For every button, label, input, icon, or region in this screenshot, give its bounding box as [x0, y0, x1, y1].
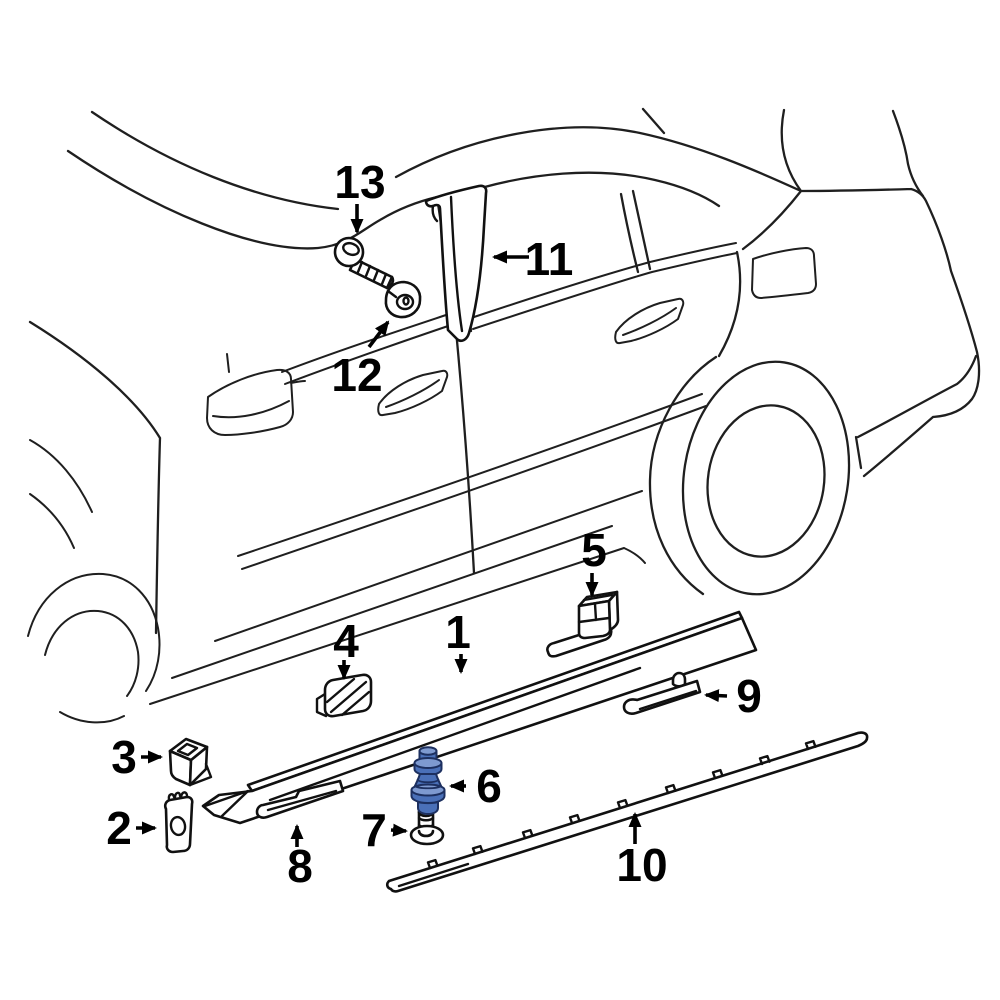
door-handles: [377, 297, 685, 417]
callout-1-number[interactable]: 1: [445, 606, 471, 658]
part-12-fold: [386, 289, 398, 299]
callout-1[interactable]: 1: [445, 606, 471, 674]
part-3-left-face[interactable]: [168, 749, 193, 787]
part-8-strip[interactable]: [255, 779, 345, 819]
part-6-neck-top: [413, 757, 443, 769]
callout-7-number[interactable]: 7: [361, 804, 387, 856]
part-3-clip[interactable]: [168, 737, 213, 787]
part-12-grommet[interactable]: [384, 280, 422, 319]
part-3-slot: [176, 742, 213, 787]
callout-2-number[interactable]: 2: [106, 802, 132, 854]
part-2-clip[interactable]: [163, 791, 194, 854]
part-3-top-face[interactable]: [168, 737, 209, 762]
callout-8-number[interactable]: 8: [287, 840, 313, 892]
callout-5[interactable]: 5: [581, 524, 607, 597]
rear-tire: [681, 360, 851, 596]
callouts: 1 2 3 4 5 6 7 8: [106, 156, 762, 892]
part-5-detail: [577, 593, 614, 624]
part-12-inner-ring: [395, 293, 415, 311]
fuel-door: [751, 247, 817, 299]
part-6-cone-ribs: [414, 779, 442, 790]
part-1-fold-lines: [203, 666, 642, 818]
part-2-scallops: [167, 791, 189, 802]
part-13-socket: [342, 241, 360, 257]
part-6-top-surfaces: [410, 746, 446, 797]
part-6-bottom-cylinder: [417, 801, 439, 815]
callout-3[interactable]: 3: [111, 731, 163, 783]
car-detail-lines: [29, 242, 738, 705]
callout-4-number[interactable]: 4: [333, 615, 359, 667]
part-6-fastener-highlighted[interactable]: [410, 746, 446, 815]
part-4-hatch: [325, 677, 371, 717]
front-wheel-arch: [27, 572, 161, 724]
part-6-cap-top: [418, 746, 438, 756]
callout-9[interactable]: 9: [704, 670, 762, 722]
part-2-plate[interactable]: [163, 795, 194, 854]
callout-12-arrow: [367, 320, 390, 349]
part-9-inner-line: [638, 689, 698, 711]
callout-6[interactable]: 6: [449, 760, 502, 812]
part-4-lip: [315, 692, 328, 718]
part-2-hole: [169, 815, 187, 837]
part-13-threads: [356, 260, 388, 286]
part-11-inner-line: [431, 195, 464, 333]
part-9-body[interactable]: [622, 679, 702, 715]
car-line-art: [27, 107, 981, 724]
rear-wheel-rim: [706, 404, 826, 558]
part-4-clip[interactable]: [315, 673, 373, 718]
part-11-pillar-trim[interactable]: [424, 184, 488, 343]
callout-5-number[interactable]: 5: [581, 524, 607, 576]
callout-10[interactable]: 10: [616, 812, 668, 891]
callout-11-number[interactable]: 11: [525, 233, 574, 285]
part-8-body[interactable]: [255, 779, 345, 819]
callout-10-number[interactable]: 10: [616, 839, 667, 891]
part-8-inner-line: [266, 789, 338, 812]
callout-13-number[interactable]: 13: [334, 156, 385, 208]
part-13-screw[interactable]: [333, 236, 395, 290]
callout-7-arrow: [390, 823, 408, 837]
callout-7[interactable]: 7: [361, 804, 408, 856]
callout-6-number[interactable]: 6: [476, 760, 502, 812]
side-mirror: [206, 368, 306, 436]
part-10-body[interactable]: [385, 731, 869, 893]
part-11-blade[interactable]: [424, 184, 488, 343]
part-5-clip[interactable]: [577, 590, 620, 640]
part-1-body[interactable]: [201, 616, 758, 825]
part-10-tabs: [397, 739, 817, 888]
car-body-outline: [28, 107, 981, 635]
callout-8[interactable]: 8: [287, 824, 313, 892]
callout-4[interactable]: 4: [333, 615, 359, 680]
callout-12[interactable]: 12: [331, 320, 390, 401]
callout-9-arrow: [704, 689, 728, 703]
callout-13[interactable]: 13: [334, 156, 386, 234]
callout-11[interactable]: 11: [492, 233, 574, 285]
part-10-lower-strip[interactable]: [385, 731, 869, 893]
callout-9-number[interactable]: 9: [736, 670, 762, 722]
part-9-bracket[interactable]: [622, 671, 702, 715]
part-7-base[interactable]: [409, 824, 445, 846]
callout-2[interactable]: 2: [106, 802, 157, 854]
part-12-hole: [402, 296, 410, 306]
callout-12-number[interactable]: 12: [331, 349, 382, 401]
callout-3-number[interactable]: 3: [111, 731, 137, 783]
